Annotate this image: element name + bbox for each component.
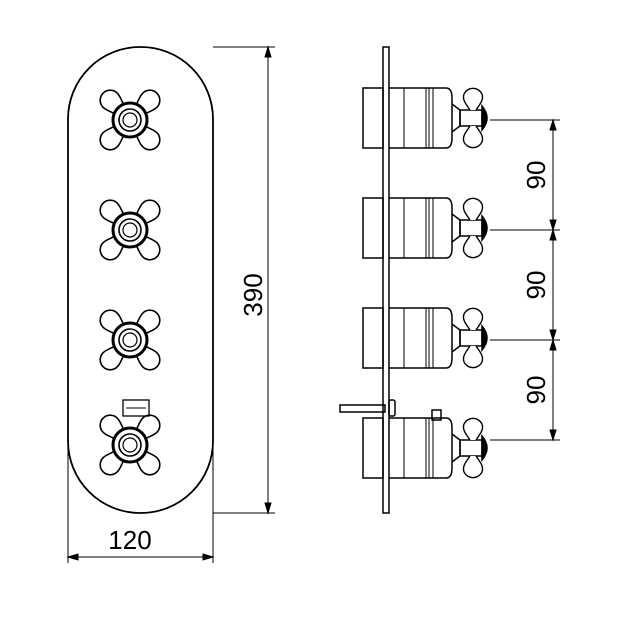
cross-handle-side-icon[interactable] bbox=[462, 87, 484, 149]
cross-handle-icon[interactable] bbox=[96, 411, 164, 479]
diverter-lever bbox=[339, 399, 442, 421]
valve-body bbox=[362, 197, 488, 259]
height-label: 390 bbox=[238, 273, 268, 316]
valve-body bbox=[362, 307, 488, 369]
width-label: 120 bbox=[108, 525, 151, 555]
side-plate bbox=[382, 46, 390, 514]
cross-handle-icon[interactable] bbox=[96, 306, 164, 374]
spacing-dimensions bbox=[490, 118, 560, 442]
spacing-label-3: 90 bbox=[521, 376, 551, 405]
spacing-label-2: 90 bbox=[521, 271, 551, 300]
diverter-symbol-icon bbox=[122, 399, 150, 417]
cover-plate bbox=[67, 46, 214, 514]
cross-handle-side-icon[interactable] bbox=[462, 307, 484, 369]
width-dimension bbox=[66, 290, 215, 563]
cross-handle-icon[interactable] bbox=[96, 196, 164, 264]
height-dimension bbox=[213, 45, 275, 515]
front-view bbox=[67, 46, 214, 514]
valve-body bbox=[362, 417, 488, 479]
spacing-label-1: 90 bbox=[521, 161, 551, 190]
valve-body bbox=[362, 87, 488, 149]
cross-handle-icon[interactable] bbox=[96, 86, 164, 154]
cross-handle-side-icon[interactable] bbox=[462, 417, 484, 479]
cross-handle-side-icon[interactable] bbox=[462, 197, 484, 259]
side-view bbox=[339, 46, 488, 514]
